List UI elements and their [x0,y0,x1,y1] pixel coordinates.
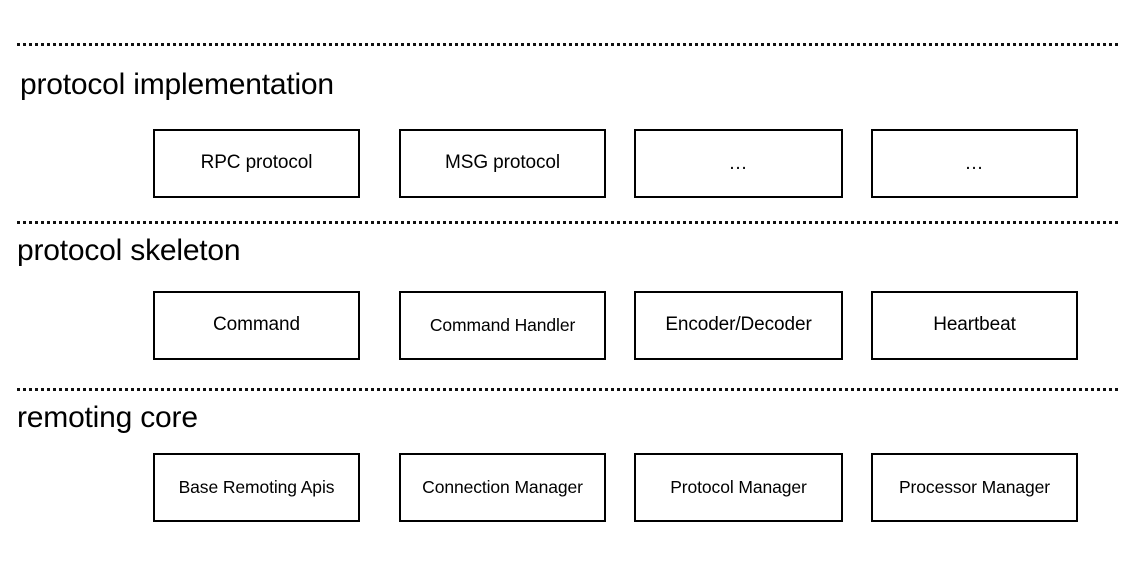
component-label: Encoder/Decoder [665,314,812,336]
component-label: Base Remoting Apis [178,476,335,497]
component-box-heartbeat[interactable]: Heartbeat [871,291,1078,360]
component-label: RPC protocol [200,152,313,174]
component-box-placeholder-2[interactable]: … [871,129,1078,198]
component-label: Processor Manager [898,476,1050,497]
component-box-processor-manager[interactable]: Processor Manager [871,453,1078,522]
component-box-command-handler[interactable]: Command Handler [399,291,606,360]
component-label: Heartbeat [933,314,1016,336]
component-label: Command Handler [429,314,576,335]
layer-divider-middle-upper [17,221,1118,224]
component-box-base-remoting-apis[interactable]: Base Remoting Apis [153,453,360,522]
layer-divider-top [17,43,1118,46]
component-box-connection-manager[interactable]: Connection Manager [399,453,606,522]
component-label: Connection Manager [422,476,583,497]
component-box-encoder-decoder[interactable]: Encoder/Decoder [634,291,843,360]
component-box-command[interactable]: Command [153,291,360,360]
component-box-msg-protocol[interactable]: MSG protocol [399,129,606,198]
component-label: Protocol Manager [670,476,807,497]
component-label: … [728,153,749,175]
layer-title-remoting-core: remoting core [17,401,198,434]
component-box-placeholder-1[interactable]: … [634,129,843,198]
component-box-rpc-protocol[interactable]: RPC protocol [153,129,360,198]
component-label: … [964,153,985,175]
layer-title-protocol-skeleton: protocol skeleton [17,234,241,267]
component-label: MSG protocol [445,152,560,174]
component-label: Command [213,314,300,336]
component-box-protocol-manager[interactable]: Protocol Manager [634,453,843,522]
layer-title-protocol-implementation: protocol implementation [20,68,334,101]
layer-divider-middle-lower [17,388,1118,391]
